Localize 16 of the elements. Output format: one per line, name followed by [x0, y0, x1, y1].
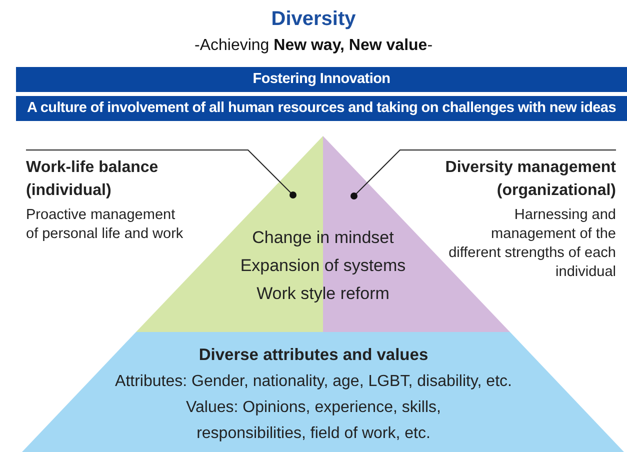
description: Attributes: Gender, nationality, age, LGBT, disability, etc. [115, 373, 512, 390]
heading: Diversity management (organizational) [445, 159, 616, 199]
pyramid-text: Change in mindset [252, 228, 394, 247]
description: Proactive management of personal life and work [26, 207, 184, 242]
title: Diversity [271, 8, 356, 30]
heading: Diverse attributes and values [198, 346, 428, 364]
leader-line [350, 150, 616, 200]
banner: A culture of involvement of all human resources and taking on challenges with new ideas [16, 96, 627, 121]
description: Values: Opinions, experience, skills, responsibilities, field of work, etc. [186, 399, 441, 442]
description: Harnessing and management of the different strengths of each individual [448, 207, 616, 280]
heading: Work-life balance (individual) [26, 159, 158, 199]
pyramid-text: Work style reform [256, 284, 390, 303]
pyramid-text: Expansion of systems [240, 256, 406, 275]
leader-line [26, 150, 296, 198]
subtitle: -Achieving New way, New value- [194, 37, 433, 54]
banner: Fostering Innovation [16, 67, 627, 92]
